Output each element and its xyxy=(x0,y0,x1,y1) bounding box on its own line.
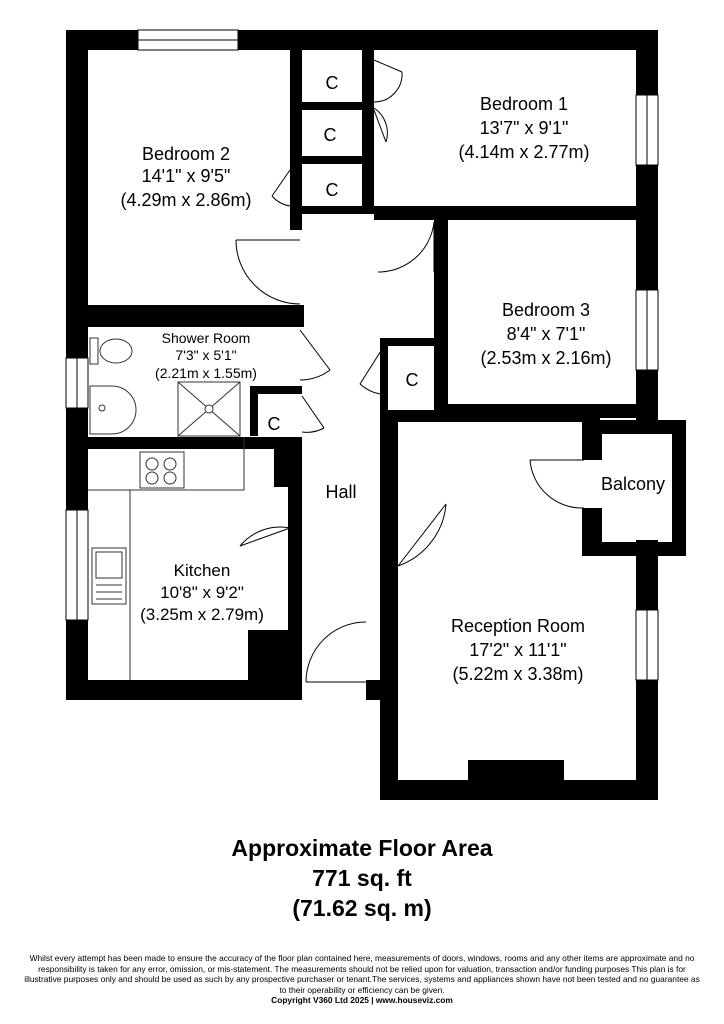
room-name-hall: Hall xyxy=(325,482,356,502)
room-metric-bedroom1: (4.14m x 2.77m) xyxy=(458,142,589,162)
room-labels: Bedroom 2 14'1" x 9'5" (4.29m x 2.86m) B… xyxy=(120,73,665,684)
room-imperial-kitchen: 10'8" x 9'2" xyxy=(160,583,244,602)
disclaimer: Whilst every attempt has been made to en… xyxy=(20,953,704,1006)
room-imperial-reception: 17'2" x 11'1" xyxy=(469,640,566,660)
basin-icon xyxy=(89,385,137,435)
disclaimer-text: Whilst every attempt has been made to en… xyxy=(24,953,700,995)
cupboard-label: C xyxy=(326,73,339,93)
cupboard-label: C xyxy=(326,180,339,200)
floor-plan: Bedroom 2 14'1" x 9'5" (4.29m x 2.86m) B… xyxy=(65,29,686,800)
room-imperial-bedroom3: 8'4" x 7'1" xyxy=(507,324,586,344)
room-name-balcony: Balcony xyxy=(601,474,665,494)
room-name-bedroom3: Bedroom 3 xyxy=(502,300,590,320)
room-name-reception: Reception Room xyxy=(451,616,585,636)
floor-area-sqm: (71.62 sq. m) xyxy=(292,895,432,921)
fixtures xyxy=(88,337,245,680)
cupboard-label: C xyxy=(406,370,419,390)
door-swings xyxy=(235,59,585,683)
cupboard-label: C xyxy=(268,414,281,434)
toilet-icon xyxy=(99,338,133,364)
walls xyxy=(66,30,686,800)
floor-area-title: Approximate Floor Area xyxy=(231,835,493,861)
room-metric-bedroom3: (2.53m x 2.16m) xyxy=(480,348,611,368)
room-imperial-bedroom1: 13'7" x 9'1" xyxy=(480,118,569,138)
room-name-kitchen: Kitchen xyxy=(174,561,231,580)
room-metric-kitchen: (3.25m x 2.79m) xyxy=(140,605,264,624)
room-metric-reception: (5.22m x 3.38m) xyxy=(452,664,583,684)
cupboard-label: C xyxy=(324,125,337,145)
windows xyxy=(65,29,659,681)
room-name-bedroom1: Bedroom 1 xyxy=(480,94,568,114)
sink-icon xyxy=(91,547,127,605)
room-name-shower: Shower Room xyxy=(162,330,251,346)
copyright: Copyright V360 Ltd 2025 | www.houseviz.c… xyxy=(271,995,453,1005)
room-imperial-shower: 7'3" x 5'1" xyxy=(175,347,236,363)
hob-icon xyxy=(139,451,185,489)
room-name-bedroom2: Bedroom 2 xyxy=(142,144,230,164)
room-metric-bedroom2: (4.29m x 2.86m) xyxy=(120,190,251,210)
shower-tray-icon xyxy=(177,381,241,437)
room-metric-shower: (2.21m x 1.55m) xyxy=(155,365,257,381)
room-imperial-bedroom2: 14'1" x 9'5" xyxy=(142,166,231,186)
floor-area-sqft: 771 sq. ft xyxy=(312,865,412,891)
